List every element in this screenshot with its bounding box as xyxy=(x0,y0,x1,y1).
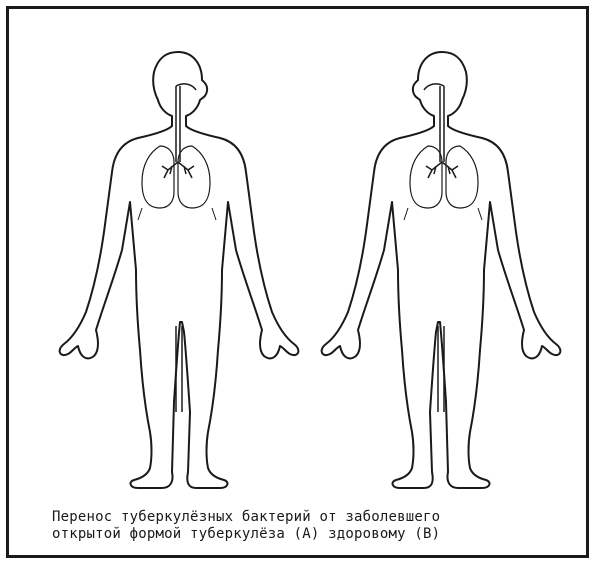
figure-b xyxy=(322,52,561,488)
caption-line-1: Перенос туберкулёзных бактерий от заболе… xyxy=(52,509,582,526)
figure-caption: Перенос туберкулёзных бактерий от заболе… xyxy=(52,509,582,543)
figure-a xyxy=(60,52,299,488)
caption-line-2: открытой формой туберкулёза (А) здоровом… xyxy=(52,526,582,543)
figures-illustration xyxy=(0,0,599,500)
